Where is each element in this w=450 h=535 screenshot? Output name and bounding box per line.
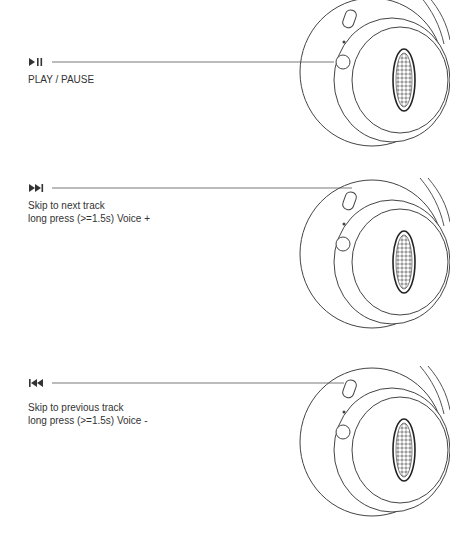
leader-line bbox=[52, 188, 352, 189]
button-label: Skip to next track bbox=[28, 200, 105, 212]
leader-line bbox=[52, 383, 344, 384]
previous-track-icon bbox=[29, 379, 43, 387]
earcup bbox=[300, 366, 450, 516]
button-label: Skip to previous track bbox=[28, 402, 124, 414]
play-pause-icon bbox=[29, 58, 42, 66]
button-note: long press (>=1.5s) Voice + bbox=[28, 213, 150, 225]
button-label: PLAY / PAUSE bbox=[28, 74, 94, 86]
earcup bbox=[300, 178, 450, 328]
next-track-icon bbox=[29, 184, 43, 192]
button-note: long press (>=1.5s) Voice - bbox=[28, 415, 148, 427]
earcup bbox=[300, 0, 450, 146]
leader-line bbox=[52, 62, 334, 63]
